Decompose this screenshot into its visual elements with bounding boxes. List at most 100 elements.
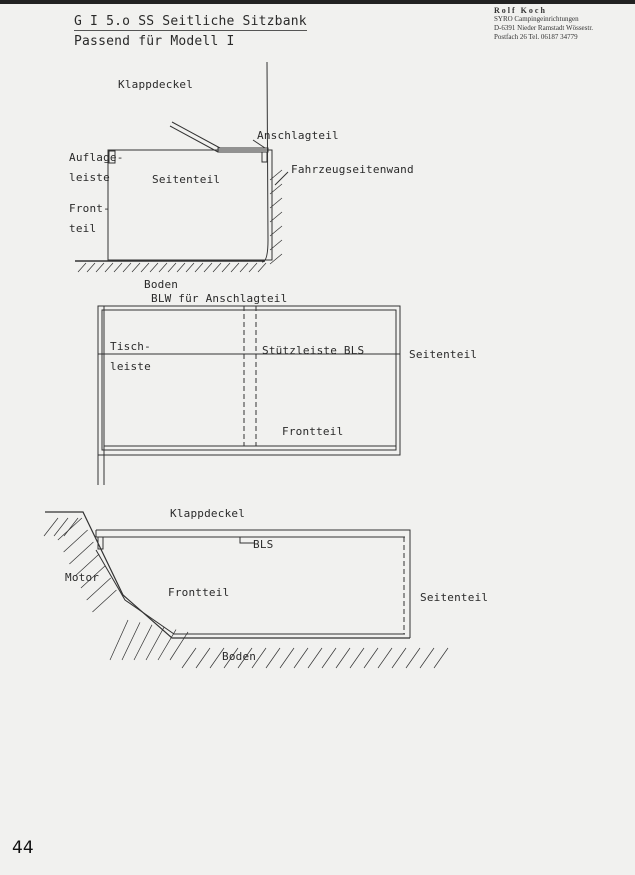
hatch-line	[265, 647, 281, 669]
label-auflageleiste-1: Auflage-	[69, 151, 124, 164]
anschlagteil	[217, 147, 269, 153]
hatch-line	[209, 647, 225, 669]
hatch-line	[251, 647, 267, 669]
hatch-line	[121, 622, 141, 661]
diagram-top-view	[97, 305, 401, 485]
hatch-line	[74, 553, 100, 577]
label-klappdeckel: Klappdeckel	[118, 78, 194, 91]
klappdeckel-lid	[169, 121, 221, 153]
hatch-line	[95, 262, 105, 273]
hatch-line	[230, 262, 240, 273]
hatch-line	[335, 647, 351, 669]
hatch-line	[86, 262, 96, 273]
diagram-front-section	[43, 511, 449, 669]
label-tischleiste-1: Tisch-	[110, 340, 151, 353]
box-outline	[96, 529, 411, 638]
label-boden: Boden	[222, 650, 257, 663]
leader	[252, 139, 266, 149]
hatch-line	[212, 262, 222, 273]
stamp-line: Rolf Koch	[494, 6, 547, 15]
hatch-line	[391, 647, 407, 669]
label-klappdeckel: Klappdeckel	[170, 507, 246, 520]
hatch-line	[349, 647, 365, 669]
page-title: G I 5.o SS Seitliche Sitzbank	[74, 14, 307, 31]
wall-hatching	[269, 169, 283, 265]
hatch-line	[158, 262, 168, 273]
hatch-line	[194, 262, 204, 273]
seitenteil-outline	[107, 149, 273, 261]
hatch-line	[43, 517, 59, 537]
hatch-line	[122, 262, 132, 273]
stamp-line: SYRO Campingeinrichtungen	[494, 15, 579, 23]
hatch-line	[221, 262, 231, 273]
hatch-line	[195, 647, 211, 669]
hatch-line	[109, 619, 129, 661]
hatch-line	[433, 647, 449, 669]
label-frontteil-2: teil	[69, 222, 97, 235]
hatch-line	[69, 541, 94, 565]
motor-contour	[45, 511, 410, 639]
label-seitenteil: Seitenteil	[152, 173, 221, 186]
hatch-line	[239, 262, 249, 273]
hatch-line	[203, 262, 213, 273]
hatch-line	[269, 225, 283, 237]
diagram-side-section	[75, 61, 289, 273]
hatch-line	[279, 647, 295, 669]
hatch-line	[133, 624, 153, 661]
company-stamp: Rolf Koch SYRO Campingeinrichtungen D-63…	[494, 6, 593, 42]
anschlag-strip	[261, 151, 268, 163]
hatch-line	[181, 647, 197, 669]
hatch-line	[140, 262, 150, 273]
label-seitenteil: Seitenteil	[420, 591, 489, 604]
hatch-line	[237, 647, 253, 669]
hatch-line	[63, 529, 88, 553]
label-anschlagteil: Anschlagteil	[257, 129, 339, 142]
ground-hatching	[43, 517, 449, 669]
hatch-line	[157, 629, 177, 661]
label-seitenteil: Seitenteil	[409, 348, 478, 361]
label-boden: Boden	[144, 278, 179, 291]
label-frontteil: Frontteil	[168, 586, 230, 599]
auflageleiste	[108, 150, 116, 164]
hatch-line	[419, 647, 435, 669]
inner-frame	[101, 309, 397, 451]
label-fahrzeugseitenwand: Fahrzeugseitenwand	[291, 163, 414, 176]
label-auflageleiste-2: leiste	[69, 171, 110, 184]
bls-marker	[239, 537, 255, 544]
hatch-line	[92, 589, 117, 613]
page-subtitle: Passend für Modell I	[74, 34, 235, 49]
hatch-line	[269, 183, 283, 195]
hatch-line	[86, 577, 111, 601]
label-blw: BLW für Anschlagteil	[151, 292, 288, 305]
hatch-line	[293, 647, 309, 669]
hatch-line	[269, 239, 283, 251]
stamp-line: D-6391 Nieder Ramstadt Wössestr.	[494, 24, 594, 32]
hatch-line	[269, 253, 283, 265]
label-bls: BLS	[253, 538, 274, 551]
hatch-line	[248, 262, 258, 273]
scan-edge	[0, 0, 635, 4]
label-motor: Motor	[65, 571, 100, 584]
floor-hatching	[77, 262, 267, 273]
page-number: 44	[12, 838, 34, 858]
hatch-line	[321, 647, 337, 669]
hatch-line	[269, 169, 283, 181]
hatch-line	[53, 517, 69, 537]
label-frontteil: Frontteil	[282, 425, 344, 438]
hatch-line	[269, 211, 283, 223]
hatch-line	[145, 627, 165, 661]
leader	[274, 171, 289, 186]
hatch-line	[113, 262, 123, 273]
hatch-line	[63, 517, 79, 537]
hatch-line	[169, 631, 189, 661]
hatch-line	[223, 647, 239, 669]
label-tischleiste-2: leiste	[110, 360, 151, 373]
hatch-line	[257, 262, 267, 273]
hatch-line	[377, 647, 393, 669]
hatch-line	[104, 262, 114, 273]
label-frontteil-1: Front-	[69, 202, 110, 215]
hatch-line	[167, 262, 177, 273]
hatch-line	[269, 197, 283, 209]
frontteil-inner	[95, 549, 405, 635]
